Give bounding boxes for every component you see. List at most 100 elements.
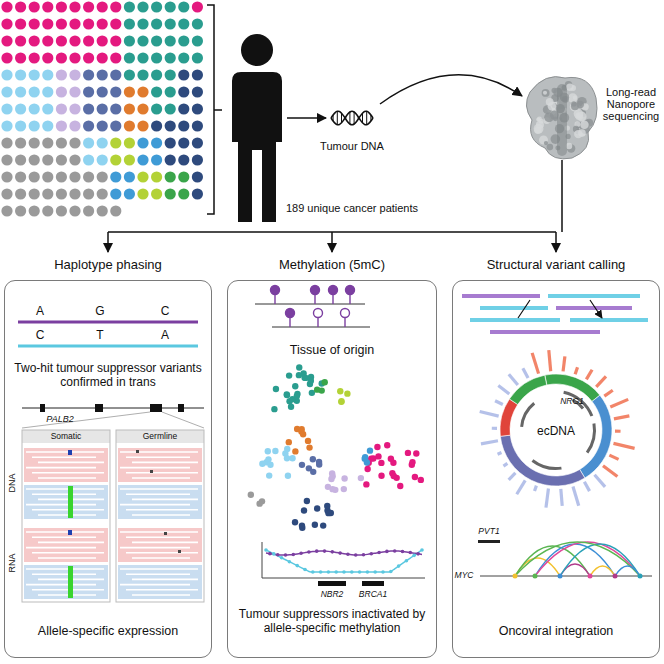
tissue-scatter-part <box>310 469 316 475</box>
ecdna-circle-part <box>535 486 537 491</box>
patient-dots-part <box>124 18 135 29</box>
patient-dots-part <box>29 69 40 80</box>
patient-dots-part <box>83 52 94 63</box>
patient-dots-part <box>192 35 203 46</box>
patient-dots-part <box>124 137 135 148</box>
patient-dots-part <box>124 35 135 46</box>
igv-view-part <box>32 573 96 575</box>
tissue-scatter-part <box>284 446 290 452</box>
patient-dots-part <box>137 120 148 131</box>
patient-dots-part <box>69 205 80 216</box>
patient-dots-part <box>56 86 67 97</box>
igv-view-part <box>26 531 104 533</box>
patient-dots-part <box>1 1 12 12</box>
patient-dots-part <box>124 1 135 12</box>
methylation-track-part <box>350 570 354 574</box>
methylation-track-part <box>358 570 362 574</box>
patient-dots-part <box>110 154 121 165</box>
patient-dots-part <box>137 52 148 63</box>
methylation-track-part <box>401 550 405 554</box>
caption-text: Tumour DNA <box>320 140 384 152</box>
methylation-track-part <box>266 551 422 555</box>
igv-view-part <box>26 584 96 586</box>
ecdna-circle-part <box>580 395 612 478</box>
patient-dots-part <box>137 188 148 199</box>
patient-dots-part <box>151 137 162 148</box>
patient-dots-part <box>151 171 162 182</box>
patient-dots-part <box>56 1 67 12</box>
nanopore-protein-part <box>571 102 579 110</box>
patient-dots-part <box>69 120 80 131</box>
patient-dots-part <box>42 1 53 12</box>
dna-icon-part <box>358 117 359 119</box>
methylation-track-part <box>299 551 303 555</box>
tissue-scatter-part <box>288 403 294 409</box>
patient-dots-part <box>1 18 12 29</box>
tissue-scatter-part <box>256 500 262 506</box>
gene-name: BRCA1 <box>359 590 387 599</box>
patient-dots-part <box>15 205 26 216</box>
patient-dots-part <box>56 205 67 216</box>
patient-dots-part <box>29 18 40 29</box>
patient-dots-part <box>178 69 189 80</box>
arrow <box>331 232 333 252</box>
patient-dots-part <box>124 154 135 165</box>
patient-dots-part <box>110 205 121 216</box>
patient-dots-part <box>1 86 12 97</box>
integration-arcs-part <box>590 566 615 576</box>
patient-dots-part <box>110 120 121 131</box>
igv-view-part <box>26 568 104 570</box>
igv-view-part <box>178 404 184 412</box>
nanopore-protein-part <box>542 89 550 97</box>
patient-dots-part <box>83 171 94 182</box>
methylation-reads-part <box>344 317 345 327</box>
patient-dots-part <box>42 188 53 199</box>
patient-dots-part <box>56 103 67 114</box>
tissue-scatter-part <box>418 477 424 483</box>
tissue-scatter-part <box>375 453 381 459</box>
igv-view-part <box>132 579 198 581</box>
patient-dots-part <box>56 171 67 182</box>
nanopore-protein-part <box>546 98 554 106</box>
track-label: DNA <box>8 473 18 492</box>
panel-text: Tissue of origin <box>234 343 430 358</box>
patient-dots-part <box>192 18 203 29</box>
igv-view-part <box>132 557 190 559</box>
ecdna-circle-part <box>613 443 634 448</box>
tissue-scatter-part <box>358 475 364 481</box>
patient-dots-part <box>29 120 40 131</box>
tissue-scatter-part <box>341 475 347 481</box>
patient-dots-part <box>192 86 203 97</box>
tissue-scatter-part <box>391 473 397 479</box>
tissue-scatter-part <box>362 454 368 460</box>
sv-reads-part <box>570 318 648 322</box>
patient-dots-part <box>192 52 203 63</box>
tissue-scatter-part <box>248 492 254 498</box>
gene-name: PALB2 <box>46 415 73 425</box>
patient-dots-part <box>165 137 176 148</box>
patient-dots-part <box>69 103 80 114</box>
igv-view-part <box>26 467 96 469</box>
patient-dots-part <box>178 103 189 114</box>
patient-dots-part <box>110 52 121 63</box>
patient-dots-part <box>29 86 40 97</box>
ecdna-circle-part <box>604 390 612 396</box>
patient-dots-part <box>97 52 108 63</box>
igv-view-part <box>126 552 198 554</box>
sv-reads-part <box>462 294 540 298</box>
patient-dots-part <box>151 35 162 46</box>
patient-dots-part <box>165 188 176 199</box>
nanopore-protein-part <box>537 117 542 122</box>
tissue-scatter-part <box>337 388 343 394</box>
methylation-track-part <box>303 568 307 572</box>
methylation-track-part <box>405 559 409 563</box>
panel-heading: Structural variant calling <box>443 257 664 273</box>
igv-view-part <box>32 493 96 495</box>
tissue-scatter <box>248 364 424 531</box>
patient-dots-part <box>165 171 176 182</box>
patient-dots-part <box>137 69 148 80</box>
patient-dots-part <box>42 154 53 165</box>
patient-dots-part <box>56 188 67 199</box>
patient-dots-part <box>97 69 108 80</box>
igv-view-part <box>132 477 190 479</box>
